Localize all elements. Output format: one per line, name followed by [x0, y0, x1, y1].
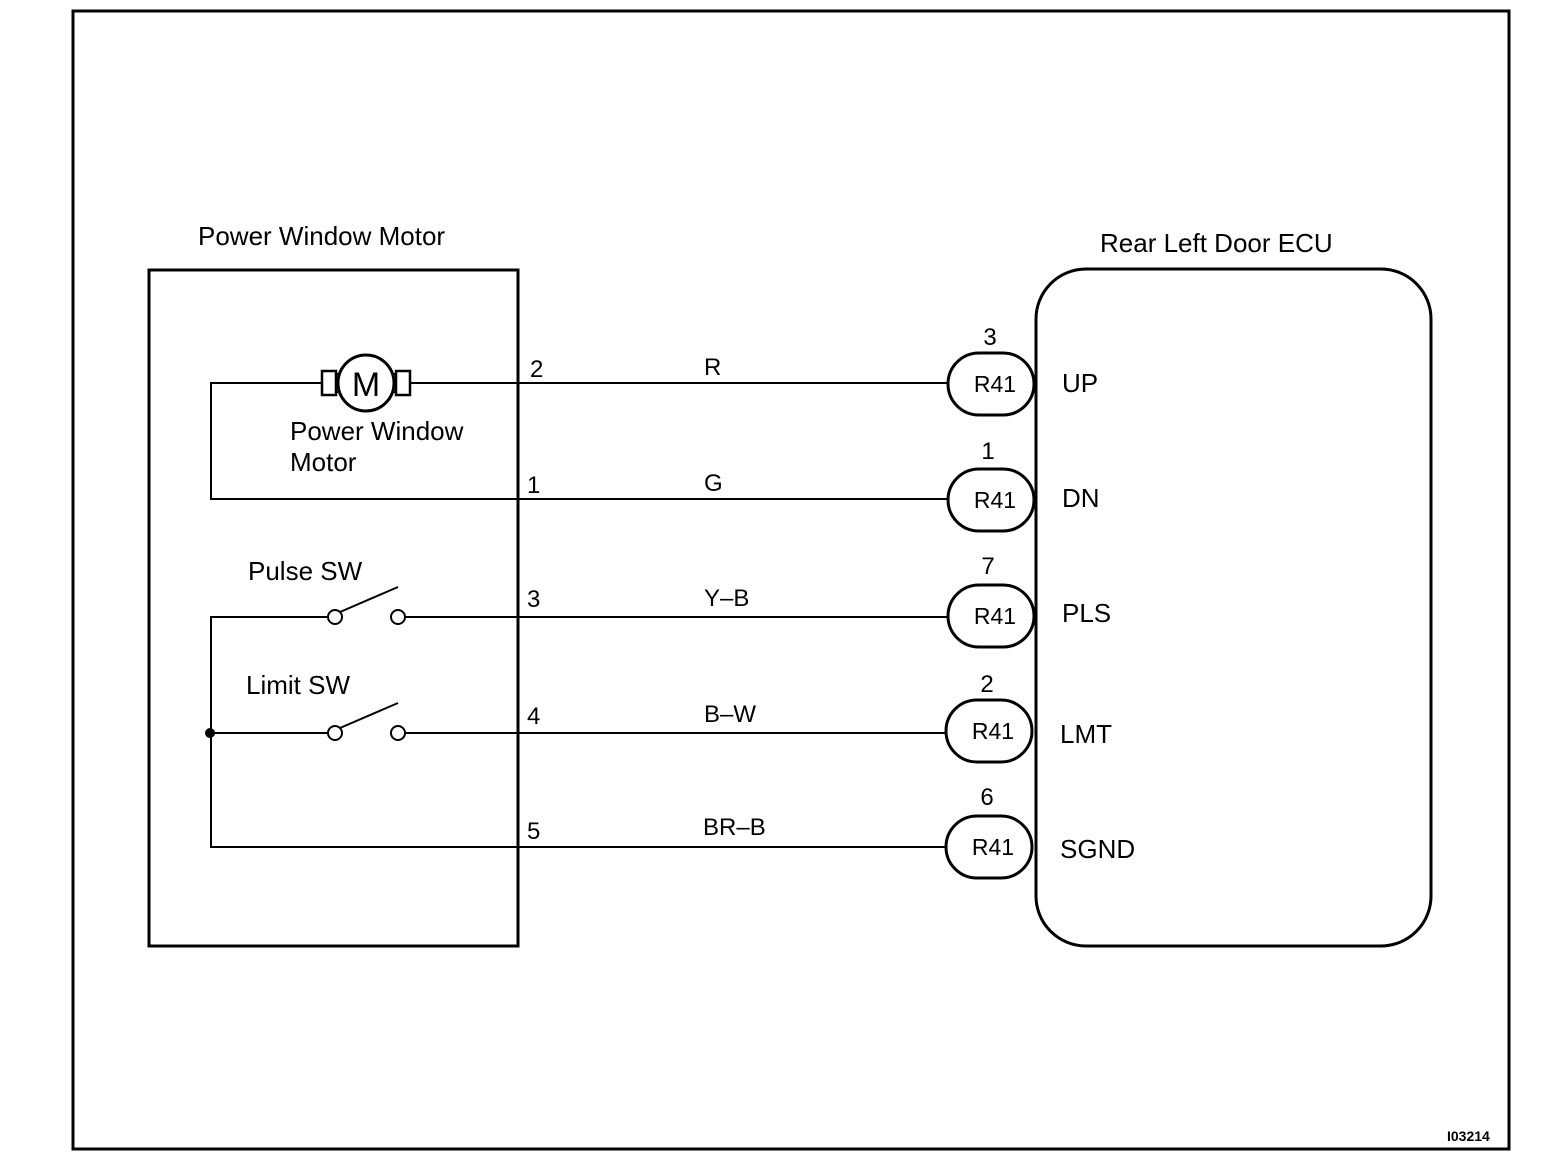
motor-pin-number: 1: [527, 472, 540, 499]
ecu-pin-number: 6: [980, 784, 993, 811]
wire-row: 2 R R41 3 UP: [518, 324, 1098, 417]
wire-color-code: R: [704, 354, 721, 381]
junction-dot: [205, 728, 215, 738]
wire-color-code: Y–B: [704, 585, 749, 612]
wire-color-code: BR–B: [703, 814, 766, 841]
ecu-title: Rear Left Door ECU: [1100, 228, 1333, 258]
connector-code: R41: [974, 603, 1016, 629]
motor-loop-wiring: [210, 382, 518, 500]
motor-label-line2: Motor: [290, 447, 357, 477]
connector-code: R41: [972, 718, 1014, 744]
motor-pin-number: 2: [530, 356, 543, 383]
connector-r41: [944, 698, 1034, 764]
ecu-pin-number: 1: [981, 438, 994, 465]
switch-ground-wiring: [205, 616, 518, 848]
connector-r41: [946, 467, 1036, 533]
ecu-pin-number: 7: [981, 553, 994, 580]
wire-row: 3 Y–B R41 7 PLS: [518, 553, 1111, 649]
connector-r41: [946, 583, 1036, 649]
wire-row: 1 G R41 1 DN: [518, 438, 1100, 533]
motor-pin-number: 5: [527, 818, 540, 845]
limit-switch: [327, 702, 518, 741]
connector-code: R41: [972, 834, 1014, 860]
motor-symbol-letter: M: [352, 366, 380, 404]
connector-r41: [946, 351, 1036, 417]
motor-label-line1: Power Window: [290, 416, 464, 446]
limit-switch-label: Limit SW: [246, 670, 350, 700]
connector-code: R41: [974, 487, 1016, 513]
motor-assembly-title: Power Window Motor: [198, 221, 445, 251]
wire-row: 5 BR–B R41 6 SGND: [518, 784, 1135, 880]
motor-assembly-box: [147, 268, 520, 948]
motor-symbol: M: [320, 353, 412, 413]
motor-pin-number: 3: [527, 586, 540, 613]
ecu-terminal-label: DN: [1062, 483, 1100, 513]
ecu-terminal-label: SGND: [1060, 834, 1135, 864]
pulse-switch-label: Pulse SW: [248, 556, 363, 586]
ecu-terminal-label: PLS: [1062, 598, 1111, 628]
wire-color-code: B–W: [704, 701, 756, 728]
connector-code: R41: [974, 371, 1016, 397]
ecu-box: [1034, 267, 1433, 948]
motor-pin-number: 4: [527, 703, 540, 730]
wire-color-code: G: [704, 470, 723, 497]
pulse-switch: [327, 586, 518, 625]
ecu-terminal-label: UP: [1062, 368, 1098, 398]
ecu-terminal-label: LMT: [1060, 719, 1112, 749]
ecu-pin-number: 2: [980, 671, 993, 698]
figure-code: I03214: [1447, 1128, 1490, 1144]
wire-row: 4 B–W R41 2 LMT: [518, 671, 1112, 764]
connector-r41: [944, 814, 1034, 880]
diagram-frame: [71, 9, 1511, 1151]
ecu-pin-number: 3: [983, 324, 996, 351]
